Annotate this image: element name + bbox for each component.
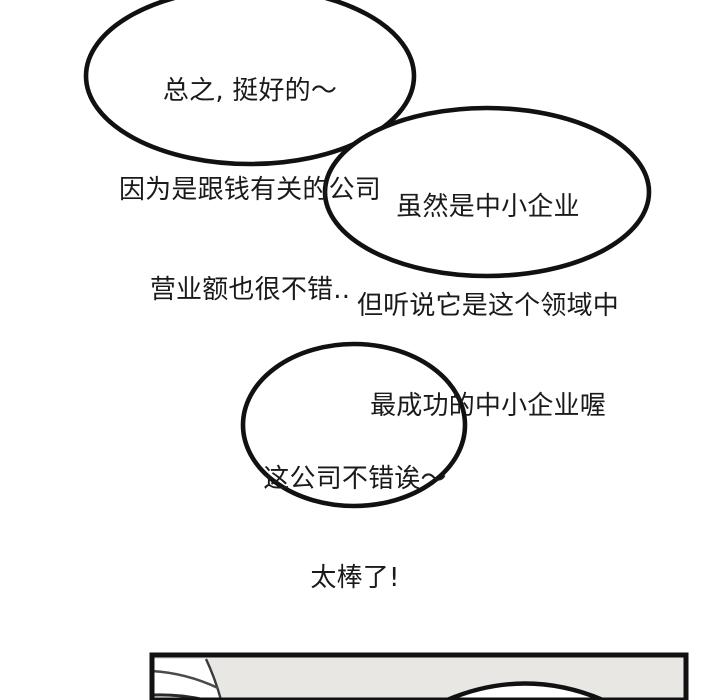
speech-bubble-3-outline [240, 341, 468, 509]
bottom-panel [152, 655, 686, 700]
speech-bubble-3-line-2: 太棒了! [310, 563, 400, 594]
character-head-arc [446, 681, 604, 700]
bottom-panel-border [149, 652, 689, 700]
speech-bubble-1-line-1: 总之, 挺好的～ [162, 75, 338, 106]
speech-bubble-2 [322, 105, 652, 279]
speech-bubble-3 [240, 341, 468, 509]
speech-bubble-1 [83, 0, 417, 167]
speech-bubble-3-text: 这公司不错诶～ 太棒了! [243, 396, 467, 662]
speech-bubble-2-text: 虽然是中小企业 但听说它是这个领域中 最成功的中小企业喔 [326, 124, 650, 490]
speech-bubble-1-line-3: 营业额也很不错.. [149, 275, 351, 306]
speech-bubble-2-line-3: 最成功的中小企业喔 [370, 391, 606, 422]
speech-bubble-1-outline [83, 0, 417, 167]
speech-bubble-1-text: 总之, 挺好的～ 因为是跟钱有关的公司 营业额也很不错.. [85, 8, 415, 374]
speech-bubble-3-line-1: 这公司不错诶～ [263, 463, 447, 494]
character-left-hair-edge [204, 658, 223, 700]
bottom-panel-frame [149, 652, 689, 700]
speech-bubble-2-outline [322, 105, 652, 279]
speech-bubble-2-line-1: 虽然是中小企业 [396, 191, 580, 222]
speech-bubble-1-line-2: 因为是跟钱有关的公司 [118, 175, 381, 206]
character-left-silhouette [152, 659, 220, 700]
character-left-inner-line [152, 669, 219, 690]
speech-bubble-2-line-2: 但听说它是这个领域中 [356, 291, 619, 322]
bottom-panel-fill [152, 655, 686, 700]
